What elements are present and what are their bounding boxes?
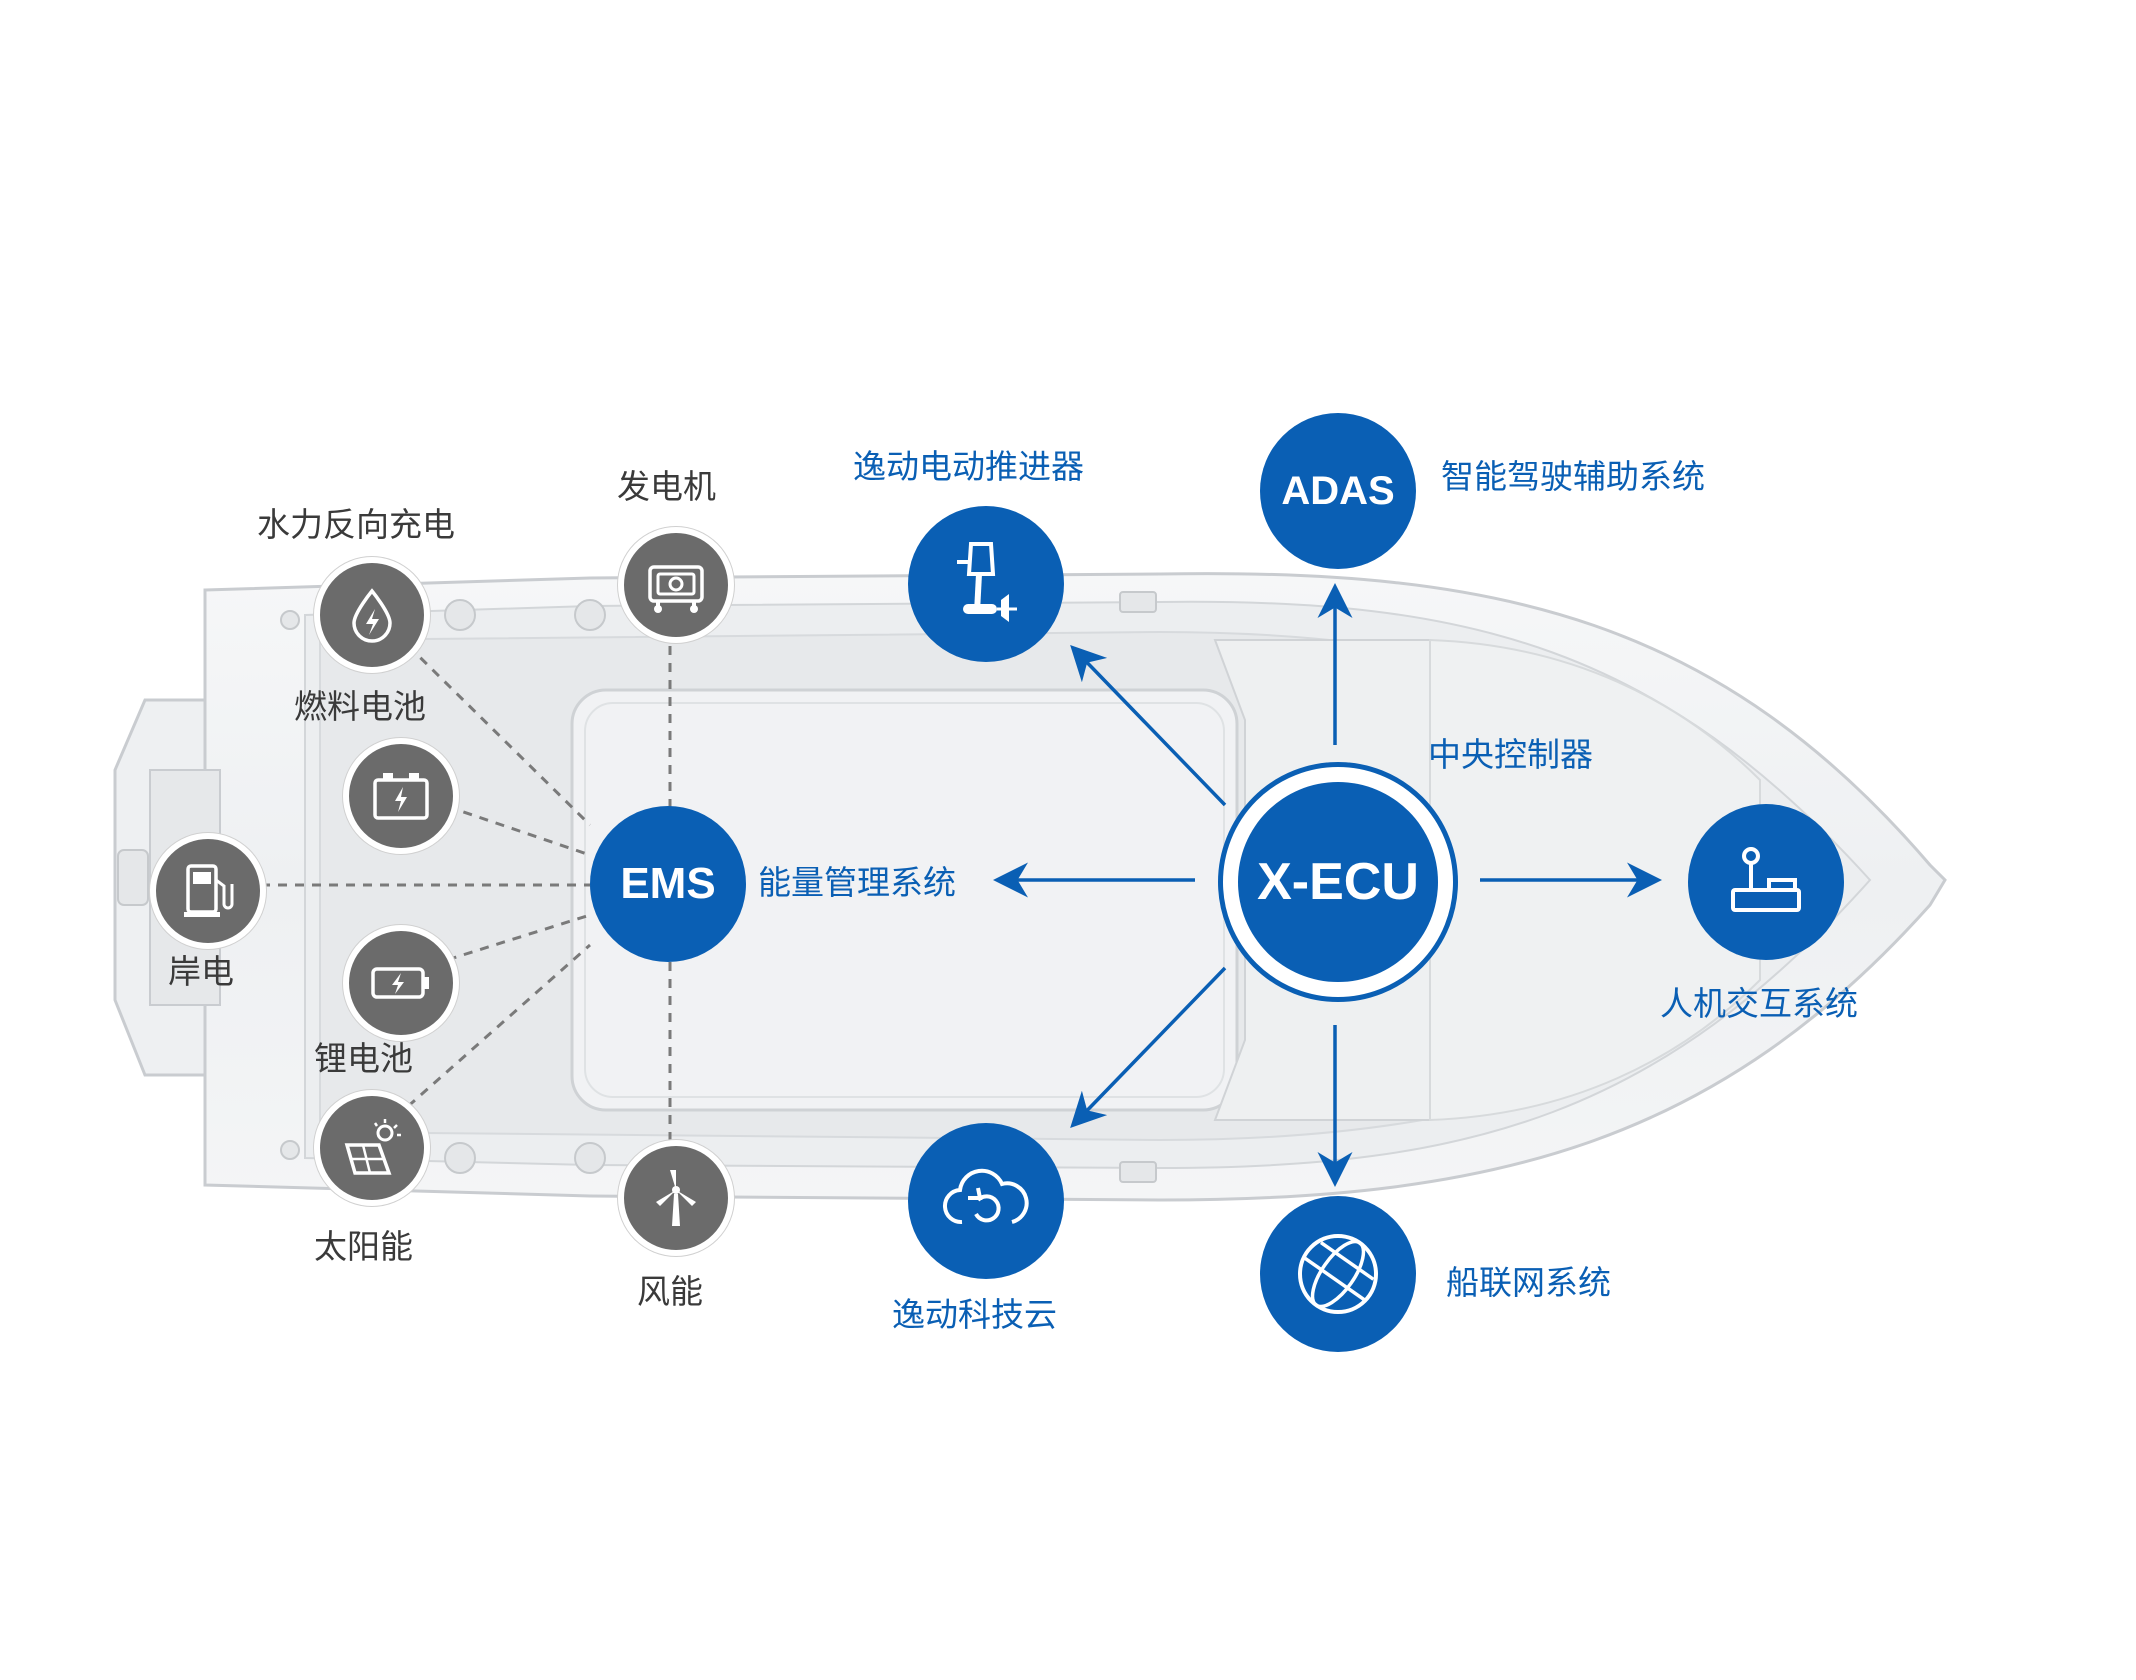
- generator-node: [618, 527, 734, 643]
- hydro-label: 水力反向充电: [257, 505, 455, 544]
- ems-node: EMS: [590, 806, 746, 962]
- adas-node: ADAS: [1260, 413, 1416, 569]
- fuel-cell-node: [343, 738, 459, 854]
- iot-label: 船联网系统: [1446, 1263, 1611, 1302]
- generator-label: 发电机: [617, 467, 716, 506]
- charging-station-icon: [184, 864, 234, 917]
- ems-label: 能量管理系统: [758, 863, 956, 902]
- wind-turbine-icon: [656, 1170, 696, 1226]
- cloud-label: 逸动科技云: [892, 1295, 1057, 1334]
- solar-label: 太阳能: [314, 1227, 413, 1266]
- fuel-cell-label: 燃料电池: [294, 687, 426, 726]
- lithium-battery-icon: [371, 967, 429, 999]
- adas-title: ADAS: [1281, 468, 1395, 513]
- cloud-sync-icon: [943, 1168, 1029, 1225]
- adas-label: 智能驾驶辅助系统: [1441, 457, 1705, 496]
- ecu-label: 中央控制器: [1428, 735, 1593, 774]
- joystick-icon: [1731, 847, 1801, 912]
- hmi-node: [1688, 804, 1844, 960]
- hmi-label: 人机交互系统: [1660, 984, 1858, 1023]
- shore-power-node: [150, 833, 266, 949]
- iot-node: [1260, 1196, 1416, 1352]
- solar-node: [314, 1090, 430, 1206]
- ecu-node: X-ECU: [1238, 782, 1438, 982]
- water-drop-bolt-icon: [352, 588, 392, 643]
- lithium-battery-node: [343, 925, 459, 1041]
- wind-node: [618, 1140, 734, 1256]
- outboard-motor-icon: [957, 542, 1017, 622]
- ecu-title: X-ECU: [1257, 853, 1419, 911]
- ecu-arrows: [993, 583, 1662, 1187]
- deck-fittings: [117, 591, 1157, 1183]
- propulsion-label: 逸动电动推进器: [853, 447, 1084, 486]
- shore-power-label: 岸电: [168, 952, 234, 991]
- lithium-label: 锂电池: [314, 1039, 413, 1078]
- hydro-node: [314, 557, 430, 673]
- wind-label: 风能: [637, 1272, 703, 1311]
- fuel-cell-battery-icon: [373, 773, 429, 820]
- solar-panel-icon: [344, 1119, 401, 1175]
- ems-title: EMS: [620, 859, 716, 908]
- propulsion-node: [908, 506, 1064, 662]
- cloud-node: [908, 1123, 1064, 1279]
- globe-icon: [1298, 1234, 1378, 1314]
- generator-icon: [648, 565, 704, 613]
